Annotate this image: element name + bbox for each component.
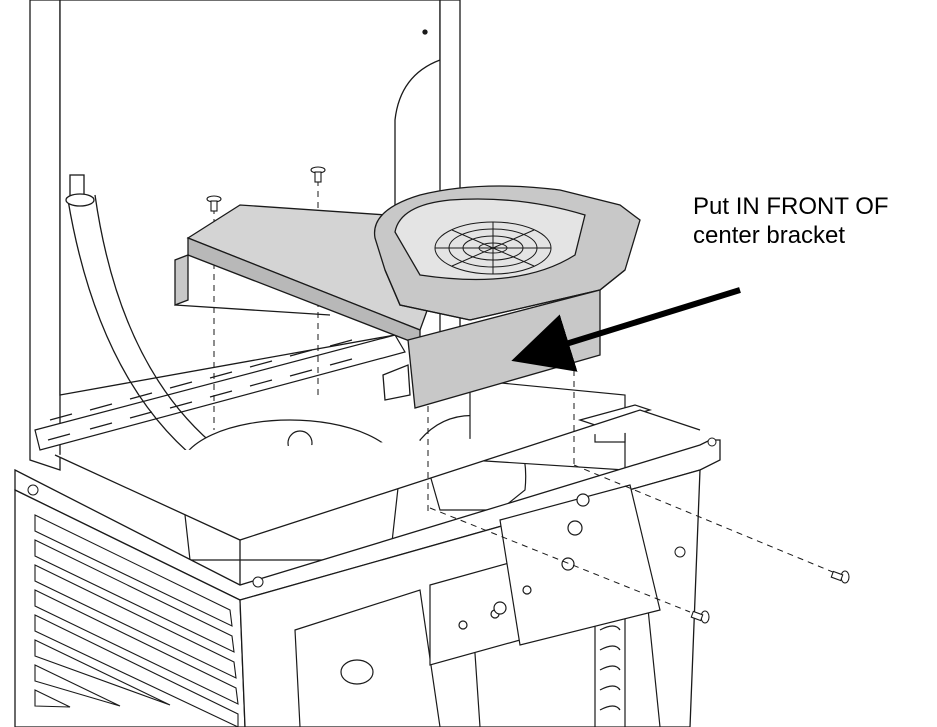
screw-icon: [206, 166, 850, 624]
callout-line-1: Put IN FRONT OF: [693, 193, 889, 220]
frame-screws: [27, 437, 717, 588]
arrow-icon: [511, 287, 741, 372]
callout-label: Put IN FRONT OF center bracket: [693, 192, 933, 250]
callout-line-2: center bracket: [693, 222, 846, 249]
drip-tray: [373, 185, 641, 321]
front-plate: [493, 484, 661, 646]
louvers: [34, 514, 239, 727]
coil: [594, 614, 626, 727]
